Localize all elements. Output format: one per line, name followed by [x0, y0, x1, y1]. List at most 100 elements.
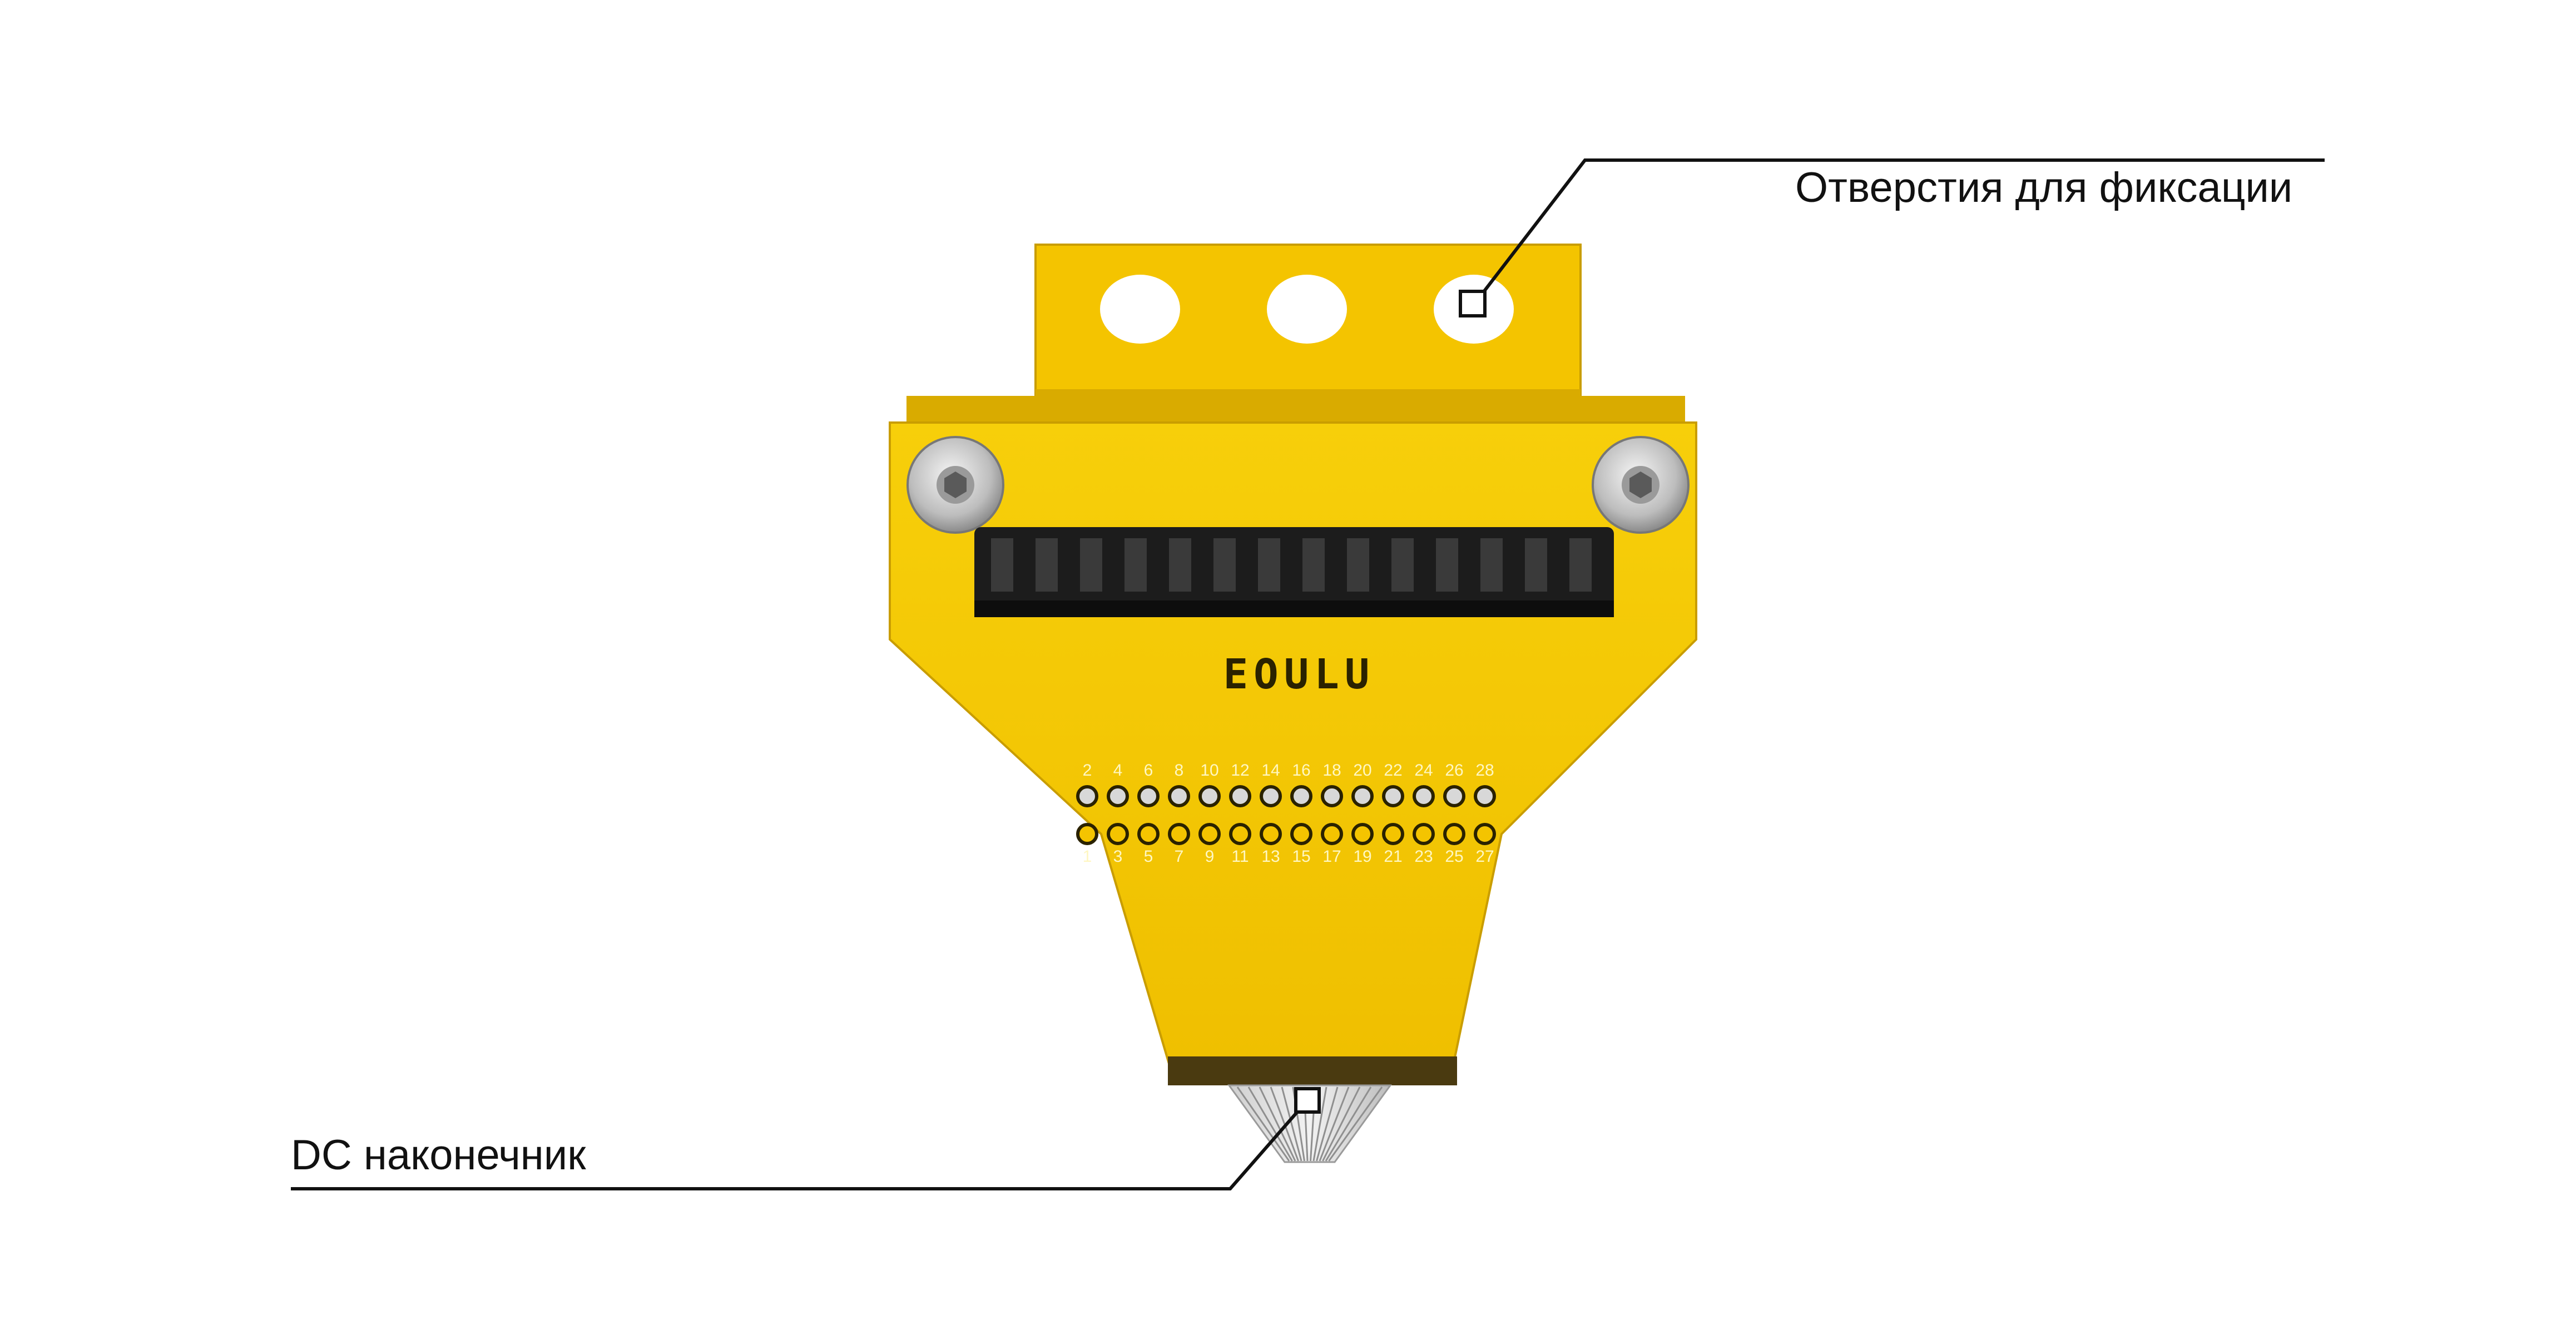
pin-number-label: 15 [1292, 847, 1310, 866]
test-pad [1260, 785, 1282, 807]
test-pad [1321, 785, 1343, 807]
test-pad [1413, 785, 1435, 807]
test-pad [1107, 785, 1129, 807]
fixing-hole-1 [1100, 275, 1180, 344]
test-pad [1076, 785, 1098, 807]
connector-pin [1124, 538, 1147, 592]
connector-pin [1302, 538, 1325, 592]
pin-number-label: 14 [1261, 761, 1280, 780]
test-pad [1474, 785, 1496, 807]
test-pad [1351, 785, 1374, 807]
connector-pin [1258, 538, 1280, 592]
test-pad [1443, 823, 1465, 845]
test-pad [1321, 823, 1343, 845]
pin-number-label: 22 [1384, 761, 1402, 780]
probe-needle [1247, 1086, 1293, 1162]
pin-number-label: 7 [1175, 847, 1184, 866]
board-rear-edge [906, 396, 1685, 423]
test-pad [1382, 823, 1404, 845]
probe-needle [1270, 1086, 1299, 1162]
probe-needle [1316, 1086, 1339, 1162]
test-pad [1107, 823, 1129, 845]
test-pad [1382, 785, 1404, 807]
pin-number-label: 28 [1475, 761, 1494, 780]
pin-number-label: 20 [1353, 761, 1371, 780]
test-pad [1137, 785, 1160, 807]
pin-number-label: 18 [1322, 761, 1341, 780]
pin-number-label: 12 [1231, 761, 1249, 780]
pin-number-label: 25 [1445, 847, 1463, 866]
test-pad [1168, 785, 1190, 807]
label-fixing-holes: Отверстия для фиксации [1795, 164, 2293, 211]
pin-number-label: 2 [1083, 761, 1092, 780]
probe-needle [1325, 1086, 1372, 1162]
probe-needle [1236, 1086, 1290, 1162]
pin-number-label: 11 [1231, 847, 1249, 866]
probe-needle [1319, 1086, 1350, 1162]
test-pad [1229, 823, 1251, 845]
connector-pin [991, 538, 1013, 592]
pin-number-label: 19 [1353, 847, 1371, 866]
fixing-hole-2 [1267, 275, 1347, 344]
pin-number-label: 23 [1414, 847, 1433, 866]
connector-pin [1080, 538, 1102, 592]
test-pad [1474, 823, 1496, 845]
pin-header-connector [974, 527, 1614, 617]
test-pad [1168, 823, 1190, 845]
test-pad [1260, 823, 1282, 845]
pcb-board [889, 421, 1697, 1080]
connector-pin [1213, 538, 1236, 592]
pin-number-label: 3 [1113, 847, 1123, 866]
pin-number-label: 13 [1261, 847, 1280, 866]
screw-right [1592, 436, 1690, 534]
pin-number-label: 6 [1144, 761, 1153, 780]
connector-pin [1347, 538, 1369, 592]
pin-number-label: 10 [1200, 761, 1218, 780]
connector-pin [1391, 538, 1414, 592]
test-pad [1290, 785, 1312, 807]
connector-pin [1036, 538, 1058, 592]
pin-number-label: 17 [1322, 847, 1341, 866]
label-dc-tip: DC наконечник [291, 1131, 586, 1179]
pin-number-label: 5 [1144, 847, 1153, 866]
board-bottom-step [1168, 1056, 1457, 1085]
pin-number-label: 27 [1475, 847, 1494, 866]
test-pad [1229, 785, 1251, 807]
connector-pin [1569, 538, 1592, 592]
connector-pin [1169, 538, 1191, 592]
screw-left [906, 436, 1004, 534]
pin-number-label: 8 [1175, 761, 1184, 780]
test-pad [1290, 823, 1312, 845]
top-test-pads [1076, 785, 1496, 807]
probe-needle [1328, 1086, 1383, 1162]
pin-number-label: 21 [1384, 847, 1402, 866]
probe-needle [1281, 1086, 1302, 1162]
pin-number-label: 1 [1083, 847, 1092, 866]
test-pad [1351, 823, 1374, 845]
callout-marker-tip [1294, 1087, 1321, 1114]
pin-number-label: 24 [1414, 761, 1433, 780]
test-pad [1198, 823, 1221, 845]
pin-number-label: 4 [1113, 761, 1123, 780]
connector-pin [1525, 538, 1547, 592]
test-pad [1443, 785, 1465, 807]
connector-pin [1480, 538, 1503, 592]
probe-needle [1312, 1086, 1327, 1162]
callout-line-tip [291, 1087, 1321, 1190]
test-pad [1198, 785, 1221, 807]
brand-logo: EOULU [1223, 651, 1375, 698]
probe-needle [1259, 1086, 1296, 1162]
pin-number-label: 26 [1445, 761, 1463, 780]
pin-number-label: 16 [1292, 761, 1310, 780]
test-pad [1076, 823, 1098, 845]
callout-marker-holes [1459, 290, 1487, 317]
callout-line-holes [1459, 158, 2325, 317]
pin-number-label: 9 [1205, 847, 1215, 866]
probe-needle [1322, 1086, 1361, 1162]
test-pad [1137, 823, 1160, 845]
connector-pin [1436, 538, 1458, 592]
